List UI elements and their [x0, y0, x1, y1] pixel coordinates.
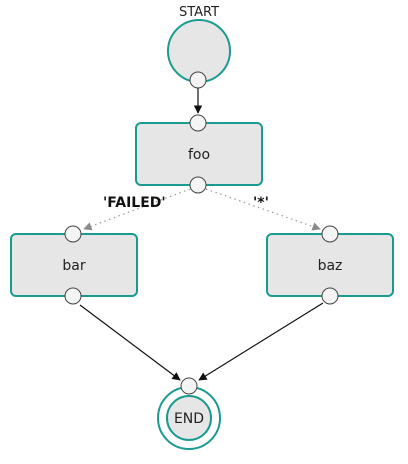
node-foo-input-port[interactable]	[189, 114, 207, 132]
edge-label-failed: 'FAILED'	[103, 195, 166, 211]
end-node[interactable]: END	[157, 377, 221, 450]
node-bar-input-port[interactable]	[64, 225, 82, 243]
node-baz[interactable]: baz	[266, 225, 394, 305]
node-foo-output-port[interactable]	[189, 176, 207, 194]
edge-label-wildcard: '*'	[253, 195, 269, 211]
node-baz-label: baz	[318, 258, 343, 274]
node-bar-output-port[interactable]	[64, 287, 82, 305]
node-bar[interactable]: bar	[10, 225, 138, 305]
node-foo[interactable]: foo	[135, 114, 263, 194]
start-output-port[interactable]	[189, 71, 207, 89]
edge-foo-baz[interactable]	[205, 188, 321, 231]
edges	[79, 88, 324, 381]
start-node[interactable]: START	[167, 5, 231, 89]
node-baz-output-port[interactable]	[321, 287, 339, 305]
edge-baz-end[interactable]	[198, 302, 324, 381]
edge-bar-end[interactable]	[79, 304, 181, 381]
end-inner-circle	[166, 395, 212, 441]
end-label: END	[174, 411, 204, 427]
end-input-port[interactable]	[180, 377, 198, 395]
node-foo-label: foo	[188, 147, 210, 163]
node-bar-label: bar	[62, 258, 85, 274]
node-baz-input-port[interactable]	[321, 225, 339, 243]
start-label: START	[179, 5, 219, 20]
